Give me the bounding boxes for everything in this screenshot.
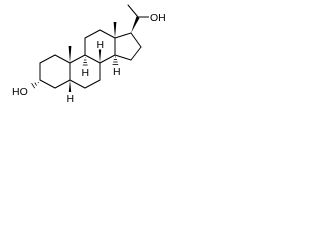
bond-methyl [127,4,139,18]
hydroxyl-left-label: HO [12,86,28,98]
molecule-diagram: OH HO H H H H [0,0,176,120]
side-chain-wedge [131,16,140,33]
ring-a [39,54,71,89]
stereo-h-c8 [98,49,102,63]
bond [39,79,56,89]
bond [99,29,116,39]
bond [99,54,116,64]
bond [54,54,71,64]
bond [69,79,86,89]
hydroxyl-right-label: OH [150,12,166,24]
ring-b [69,54,101,89]
hydrogen-c14-label: H [113,66,121,78]
methyl-c10-wedge [68,46,72,63]
bond [114,32,132,39]
methyl-c13-wedge [113,22,117,38]
structure-svg: OH HO H H H H [11,4,166,105]
oh-right-bg [149,11,166,23]
side-chain [127,4,151,33]
stereo-oh-c3 [31,81,39,89]
bond [130,32,142,48]
stereo-h-c14 [112,56,119,65]
ring-c [84,29,116,64]
bond [84,29,101,39]
bond [130,46,142,61]
ring-d [114,32,142,61]
bond [84,54,101,64]
bond [84,79,101,89]
hydrogen-c9-label: H [82,67,90,79]
bond [114,54,132,61]
stereo-h-c9 [82,57,88,66]
bond [69,54,86,64]
hydrogen-c5-label: H [67,93,75,105]
oh-left-bg [11,85,29,97]
bond [54,79,71,89]
hydrogen-c8-label: H [97,39,105,51]
bond [39,54,56,64]
stereo-h-c5 [68,80,72,92]
